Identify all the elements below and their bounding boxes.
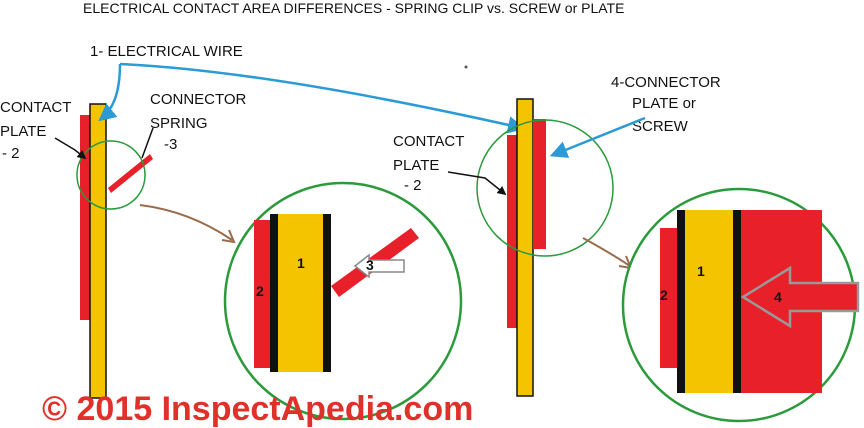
zoom-left-wire-edge [323,214,331,372]
contact-plate-right-leader [447,171,507,196]
svg-text:SPRING: SPRING [150,115,208,132]
right-contact-plate [507,135,517,328]
stray-dot [464,65,468,69]
left-detail-circle [76,140,146,210]
zoom-left-wire [278,214,323,372]
contact-plate-left-leader [54,137,87,160]
zoom-arrow-left [139,204,233,241]
svg-text:PLATE: PLATE [393,157,439,174]
plate-screw-detail: 2 1 4 [621,187,860,423]
label-contact-plate-right: CONTACT PLATE - 2 [393,133,464,194]
left-assembly [76,103,153,399]
zoom-right-wire-edge [733,210,741,393]
zoom-right-contact-plate [660,228,677,368]
svg-text:4-CONNECTOR: 4-CONNECTOR [611,74,721,91]
zoom2-wire-number: 1 [697,263,705,279]
zoom2-plate-number: 2 [660,287,668,303]
plate-pressure-arrow [740,265,860,329]
svg-text:- 2: - 2 [404,177,422,194]
svg-text:CONTACT: CONTACT [0,99,71,116]
zoom-left-plate-edge [270,214,278,372]
svg-text:CONTACT: CONTACT [393,133,464,150]
connector-plate-leader [549,116,646,158]
right-electrical-wire [516,98,534,397]
svg-text:CONNECTOR: CONNECTOR [150,91,247,108]
svg-text:PLATE: PLATE [0,123,46,140]
spring-clip-detail: 2 1 3 [223,181,463,421]
spring-pressure-arrow [353,253,405,279]
zoom2-screw-number: 4 [774,289,782,305]
zoom-left-contact-plate [254,220,271,368]
zoom1-wire-number: 1 [297,255,305,271]
copyright-notice: © 2015 InspectApedia.com [42,390,473,428]
label-electrical-wire: 1- ELECTRICAL WIRE [90,43,243,60]
diagram-title: ELECTRICAL CONTACT AREA DIFFERENCES - SP… [83,0,624,16]
label-connector-spring: CONNECTOR SPRING -3 [150,91,247,153]
zoom1-plate-number: 2 [256,283,264,299]
zoom-arrow-left-head [221,229,236,244]
left-contact-plate [80,115,90,320]
right-connector-plate [533,119,546,249]
right-detail-circle [476,119,614,257]
left-electrical-wire [89,103,107,399]
zoom-arrow-right [582,237,631,267]
svg-text:-3: -3 [164,136,177,153]
svg-text:SCREW: SCREW [632,118,689,135]
label-connector-plate: 4-CONNECTOR PLATE or SCREW [611,74,721,135]
wire-leader-left [98,63,122,122]
zoom-right-wire [685,210,733,393]
wire-leader-right [119,62,526,134]
zoom-right-plate-edge [677,210,685,393]
svg-text:- 2: - 2 [2,145,20,162]
svg-text:PLATE or: PLATE or [632,95,696,112]
label-contact-plate-left: CONTACT PLATE - 2 [0,99,71,162]
right-assembly [476,98,614,397]
left-connector-spring [108,154,153,193]
zoom1-spring-number: 3 [366,257,374,273]
connector-spring-leader [141,127,154,159]
